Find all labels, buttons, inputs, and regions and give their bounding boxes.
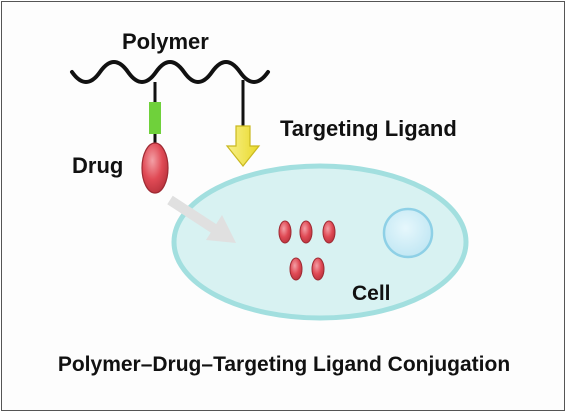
internal-drug-4 xyxy=(289,257,303,281)
cell-nucleus xyxy=(382,207,434,259)
cell-membrane xyxy=(171,163,469,321)
polymer-label: Polymer xyxy=(122,29,209,54)
delivery-arrow-icon xyxy=(167,195,236,243)
internal-drug-3 xyxy=(322,220,336,244)
linker xyxy=(149,102,161,134)
figure-caption: Polymer–Drug–Targeting Ligand Conjugatio… xyxy=(57,353,511,376)
internal-drug-1 xyxy=(278,220,292,244)
internal-drug-5 xyxy=(311,257,325,281)
polymer-chain xyxy=(70,60,270,84)
targeting-ligand-label: Targeting Ligand xyxy=(280,116,457,141)
drug-icon xyxy=(141,142,169,194)
ligand-arrow-icon xyxy=(225,125,261,167)
internal-drug-2 xyxy=(299,220,313,244)
cell-label: Cell xyxy=(352,282,391,305)
internalized-drugs xyxy=(278,220,336,281)
drug-label: Drug xyxy=(72,153,124,178)
